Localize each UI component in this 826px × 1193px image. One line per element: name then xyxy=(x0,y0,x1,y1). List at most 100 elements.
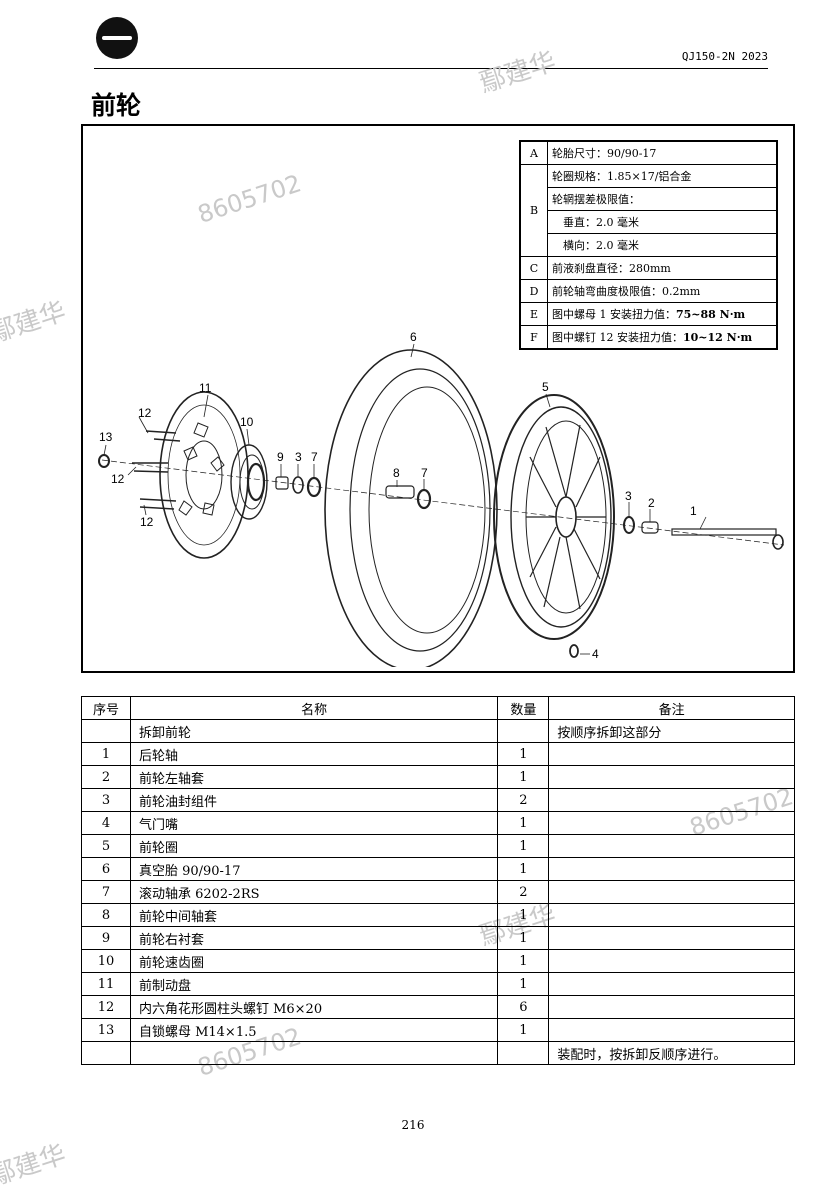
callout-label: 12 xyxy=(138,406,152,420)
table-row: 装配时，按拆卸反顺序进行。 xyxy=(81,1041,795,1065)
parts-header-row: 序号 名称 数量 备注 xyxy=(81,696,795,720)
part-note xyxy=(548,949,795,973)
spec-key: D xyxy=(519,279,548,303)
part-name: 内六角花形圆柱头螺钉 M6×20 xyxy=(129,995,499,1019)
spec-row: 轮辋摆差极限值： xyxy=(520,187,778,211)
part-qty: 6 xyxy=(497,995,550,1019)
part-name: 拆卸前轮 xyxy=(129,719,499,743)
part-note xyxy=(548,972,795,996)
callout-label: 6 xyxy=(410,330,417,344)
watermark-name: 鄢建华 xyxy=(476,46,560,100)
spec-row: B 轮圈规格：1.85×17/铝合金 xyxy=(519,164,778,257)
part-name: 前轮速齿圈 xyxy=(129,949,499,973)
spec-row: F 图中螺钉 12 安装扭力值：10~12 N·m xyxy=(519,325,778,350)
callout-label: 7 xyxy=(421,466,428,480)
part-no xyxy=(81,719,131,743)
part-qty: 1 xyxy=(497,1018,550,1042)
part-no: 8 xyxy=(81,903,131,927)
callout-label: 2 xyxy=(648,496,655,510)
exploded-wheel-diagram: 1 2 3 3 4 5 6 7 7 8 9 10 11 12 12 12 13 xyxy=(98,330,785,667)
callout-label: 3 xyxy=(295,450,302,464)
part-no: 4 xyxy=(81,811,131,835)
spec-text: 横向：2.0 毫米 xyxy=(547,233,778,257)
part-qty: 1 xyxy=(497,926,550,950)
part-qty: 2 xyxy=(497,788,550,812)
callout-label: 12 xyxy=(140,515,154,529)
part-no: 13 xyxy=(81,1018,131,1042)
spec-key: B xyxy=(519,164,548,257)
callout-label: 5 xyxy=(542,380,549,394)
header-note: 备注 xyxy=(548,696,795,720)
spec-row: D 前轮轴弯曲度极限值：0.2mm xyxy=(519,279,778,303)
page-title: 前轮 xyxy=(91,91,142,120)
part-no: 5 xyxy=(81,834,131,858)
part-note: 装配时，按拆卸反顺序进行。 xyxy=(548,1041,795,1065)
part-note xyxy=(548,995,795,1019)
part-qty: 1 xyxy=(497,834,550,858)
spec-text: 图中螺母 1 安装扭力值：75~88 N·m xyxy=(547,302,778,326)
spec-text: 前轮轴弯曲度极限值：0.2mm xyxy=(547,279,778,303)
spec-row: 垂直：2.0 毫米 xyxy=(520,210,778,234)
page-number: 216 xyxy=(401,1118,425,1132)
spec-text-prefix: 图中螺钉 12 安装扭力值： xyxy=(552,331,683,344)
part-no: 2 xyxy=(81,765,131,789)
callout-label: 3 xyxy=(625,489,632,503)
part-qty: 1 xyxy=(497,765,550,789)
spec-key: F xyxy=(519,325,548,350)
part-note xyxy=(548,857,795,881)
part-note xyxy=(548,742,795,766)
part-qty xyxy=(497,1041,550,1065)
part-note xyxy=(548,1018,795,1042)
torque-value: 75~88 N·m xyxy=(676,308,746,321)
spec-table: A 轮胎尺寸：90/90-17 B 轮圈规格：1.85×17/铝合金 轮辋摆差极… xyxy=(519,140,778,350)
part-name xyxy=(129,1041,499,1065)
part-qty: 1 xyxy=(497,972,550,996)
header-rule xyxy=(94,68,768,69)
header-no: 序号 xyxy=(81,696,131,720)
rim-drawing xyxy=(493,394,615,640)
part-note xyxy=(548,926,795,950)
table-row: 拆卸前轮按顺序拆卸这部分 xyxy=(81,719,795,743)
part-no: 3 xyxy=(81,788,131,812)
part-no: 10 xyxy=(81,949,131,973)
torque-value: 10~12 N·m xyxy=(683,331,753,344)
watermark-name: 鄢建华 xyxy=(0,296,70,350)
spec-text-prefix: 图中螺母 1 安装扭力值： xyxy=(552,308,676,321)
part-qty: 1 xyxy=(497,857,550,881)
callout-label: 4 xyxy=(592,647,599,661)
callout-label: 9 xyxy=(277,450,284,464)
part-no xyxy=(81,1041,131,1065)
part-name: 自锁螺母 M14×1.5 xyxy=(129,1018,499,1042)
model-code: QJ150-2N 2023 xyxy=(681,50,768,63)
part-note xyxy=(548,880,795,904)
header-qty: 数量 xyxy=(497,696,550,720)
part-name: 真空胎 90/90-17 xyxy=(129,857,499,881)
part-qty: 1 xyxy=(497,811,550,835)
part-name: 前轮左轴套 xyxy=(129,765,499,789)
part-name: 滚动轴承 6202-2RS xyxy=(129,880,499,904)
spec-row: A 轮胎尺寸：90/90-17 xyxy=(519,140,778,165)
spec-text: 轮辋摆差极限值： xyxy=(547,187,778,211)
part-no: 9 xyxy=(81,926,131,950)
spec-text: 图中螺钉 12 安装扭力值：10~12 N·m xyxy=(547,325,778,350)
callout-label: 7 xyxy=(311,450,318,464)
brand-logo xyxy=(96,17,138,59)
callout-label: 8 xyxy=(393,466,400,480)
callout-label: 10 xyxy=(240,415,254,429)
part-qty: 1 xyxy=(497,949,550,973)
header-name: 名称 xyxy=(129,696,499,720)
part-note xyxy=(548,765,795,789)
